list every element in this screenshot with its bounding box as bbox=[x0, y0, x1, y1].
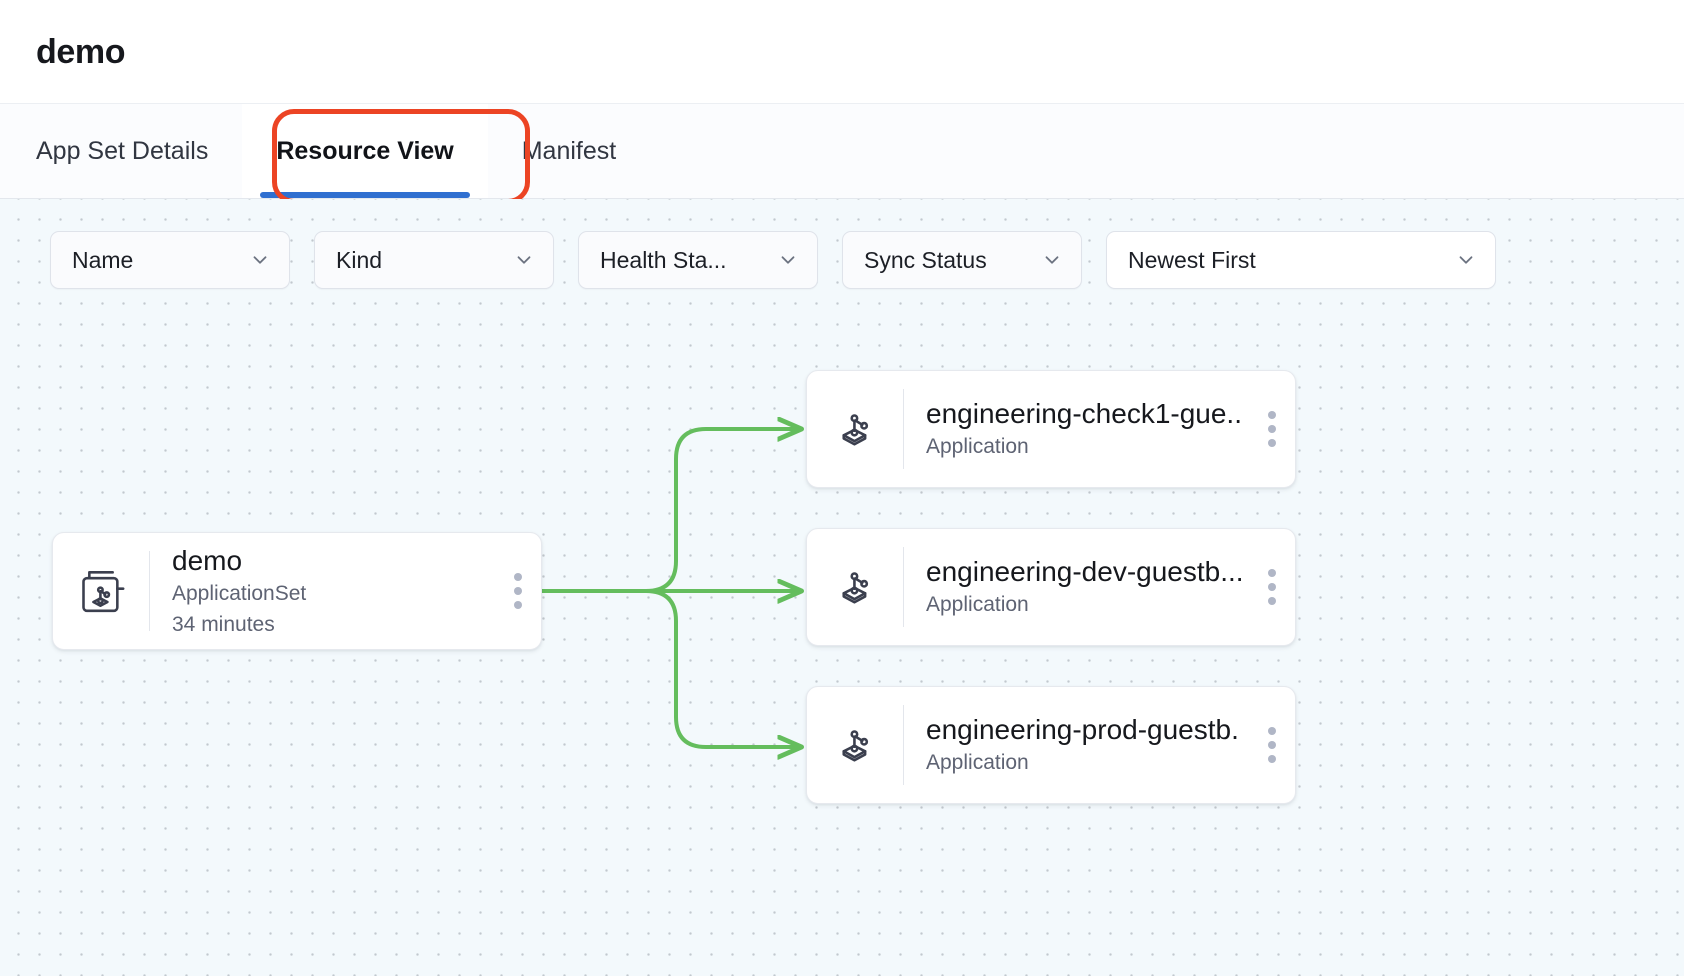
kebab-dot bbox=[1268, 583, 1276, 591]
node-body: engineering-prod-guestb... Application bbox=[904, 712, 1249, 777]
edge-appset-to-app-0 bbox=[542, 429, 800, 593]
node-divider bbox=[903, 705, 904, 785]
kebab-dot bbox=[1268, 727, 1276, 735]
tab-manifest[interactable]: Manifest bbox=[488, 104, 650, 198]
node-kind: Application bbox=[926, 751, 1029, 775]
tab-label: Resource View bbox=[276, 136, 454, 165]
chevron-down-icon bbox=[1459, 256, 1473, 264]
application-icon bbox=[807, 718, 903, 772]
chevron-down-icon bbox=[781, 256, 795, 264]
resource-graph-canvas[interactable]: Name Kind Health Sta... Sync Status Newe… bbox=[0, 199, 1684, 976]
page-header: demo bbox=[0, 0, 1684, 104]
filter-toolbar: Name Kind Health Sta... Sync Status Newe… bbox=[50, 231, 1496, 289]
graph-node-application-0[interactable]: engineering-check1-gue... Application bbox=[806, 370, 1296, 488]
chevron-down-icon bbox=[1045, 256, 1059, 264]
application-icon bbox=[807, 402, 903, 456]
node-divider bbox=[903, 547, 904, 627]
kebab-dot bbox=[514, 573, 522, 581]
tab-resource-view[interactable]: Resource View bbox=[242, 104, 488, 198]
kebab-dot bbox=[1268, 411, 1276, 419]
node-divider bbox=[903, 389, 904, 469]
node-age: 34 minutes bbox=[172, 612, 275, 636]
node-divider bbox=[149, 551, 150, 631]
kebab-dot bbox=[1268, 439, 1276, 447]
applicationset-icon bbox=[53, 563, 149, 619]
node-title: engineering-check1-gue... bbox=[926, 398, 1241, 430]
tab-label: App Set Details bbox=[36, 136, 209, 165]
node-kind: Application bbox=[926, 435, 1029, 459]
chevron-down-icon bbox=[253, 256, 267, 264]
node-body: demo ApplicationSet 34 minutes bbox=[150, 543, 495, 639]
node-body: engineering-dev-guestb... Application bbox=[904, 554, 1249, 619]
sort-order-select[interactable]: Newest First bbox=[1106, 231, 1496, 289]
graph-node-application-2[interactable]: engineering-prod-guestb... Application bbox=[806, 686, 1296, 804]
kebab-dot bbox=[1268, 597, 1276, 605]
filter-health-status-label: Health Sta... bbox=[600, 246, 727, 273]
edge-appset-to-app-2 bbox=[542, 589, 800, 747]
node-kebab-menu-button[interactable] bbox=[1249, 529, 1295, 645]
filter-health-status-select[interactable]: Health Sta... bbox=[578, 231, 818, 289]
application-icon bbox=[807, 560, 903, 614]
node-kebab-menu-button[interactable] bbox=[495, 533, 541, 649]
filter-name-label: Name bbox=[72, 246, 134, 273]
kebab-dot bbox=[1268, 755, 1276, 763]
kebab-dot bbox=[1268, 569, 1276, 577]
node-kebab-menu-button[interactable] bbox=[1249, 687, 1295, 803]
graph-node-application-1[interactable]: engineering-dev-guestb... Application bbox=[806, 528, 1296, 646]
node-title: engineering-dev-guestb... bbox=[926, 556, 1241, 588]
tab-app-set-details[interactable]: App Set Details bbox=[36, 104, 242, 198]
kebab-dot bbox=[514, 587, 522, 595]
filter-kind-select[interactable]: Kind bbox=[314, 231, 554, 289]
node-kind: Application bbox=[926, 593, 1029, 617]
tab-label: Manifest bbox=[521, 136, 617, 165]
filter-name-select[interactable]: Name bbox=[50, 231, 290, 289]
sort-order-label: Newest First bbox=[1128, 246, 1256, 273]
chevron-down-icon bbox=[517, 256, 531, 264]
node-body: engineering-check1-gue... Application bbox=[904, 396, 1249, 461]
graph-node-applicationset[interactable]: demo ApplicationSet 34 minutes bbox=[52, 532, 542, 650]
node-title: engineering-prod-guestb... bbox=[926, 714, 1241, 746]
filter-sync-status-select[interactable]: Sync Status bbox=[842, 231, 1082, 289]
node-kind: ApplicationSet bbox=[172, 582, 307, 606]
kebab-dot bbox=[1268, 741, 1276, 749]
tab-bar: App Set Details Resource View Manifest bbox=[0, 104, 1684, 204]
filter-sync-status-label: Sync Status bbox=[864, 246, 987, 273]
filter-kind-label: Kind bbox=[336, 246, 383, 273]
node-title: demo bbox=[172, 545, 243, 577]
page-title: demo bbox=[36, 32, 126, 71]
node-kebab-menu-button[interactable] bbox=[1249, 371, 1295, 487]
kebab-dot bbox=[1268, 425, 1276, 433]
kebab-dot bbox=[514, 601, 522, 609]
